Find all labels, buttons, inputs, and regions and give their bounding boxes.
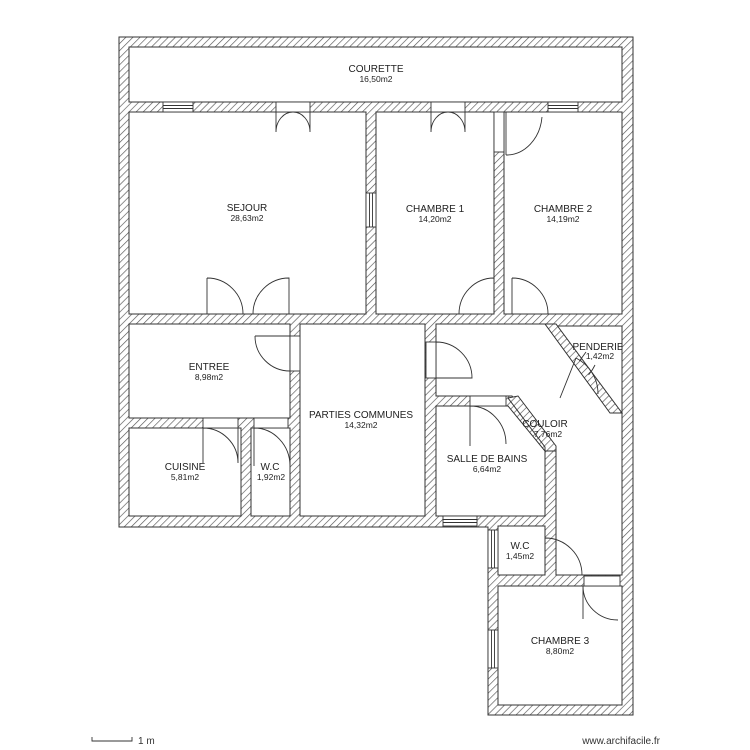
- label-chambre-3: CHAMBRE 3: [531, 636, 590, 647]
- area-sejour: 28,63m2: [230, 213, 263, 223]
- window-chambre-3: [487, 629, 499, 669]
- window-sejour: [162, 101, 194, 113]
- label-chambre-1: CHAMBRE 1: [406, 204, 465, 215]
- windows: [162, 101, 579, 669]
- room-chambre-2: [503, 111, 623, 315]
- diagonal-walls: [507, 323, 623, 452]
- label-cuisine: CUISINE: [165, 462, 206, 473]
- label-wc-2: W.C: [511, 541, 530, 552]
- label-couloir: COULOIR: [522, 419, 568, 430]
- window-sejour-side: [365, 192, 377, 228]
- area-wc-2: 1,45m2: [506, 551, 535, 561]
- label-salle-de-bains: SALLE DE BAINS: [447, 454, 528, 465]
- room-chambre-3: [497, 585, 623, 706]
- scale-bar: 1 m: [91, 736, 155, 747]
- window-chambre-2: [547, 101, 579, 113]
- room-sejour: [128, 111, 367, 315]
- doors: [202, 101, 621, 621]
- room-cuisine: [128, 427, 242, 517]
- label-courette: COURETTE: [349, 64, 404, 75]
- area-chambre-1: 14,20m2: [418, 214, 451, 224]
- area-entree: 8,98m2: [195, 372, 224, 382]
- rooms: [128, 46, 623, 706]
- label-wc-1: W.C: [261, 462, 280, 473]
- label-penderie: PENDERIE: [572, 342, 623, 353]
- area-parties-communes: 14,32m2: [344, 420, 377, 430]
- area-penderie: 1,42m2: [586, 351, 615, 361]
- label-parties-communes: PARTIES COMMUNES: [309, 410, 413, 421]
- room-entree: [128, 323, 291, 419]
- watermark: www.archifacile.fr: [581, 736, 660, 747]
- area-cuisine: 5,81m2: [171, 472, 200, 482]
- area-chambre-2: 14,19m2: [546, 214, 579, 224]
- room-courette: [128, 46, 623, 103]
- area-wc-1: 1,92m2: [257, 472, 286, 482]
- area-chambre-3: 8,80m2: [546, 646, 575, 656]
- label-entree: ENTREE: [189, 362, 230, 373]
- area-courette: 16,50m2: [359, 74, 392, 84]
- window-wc-2: [487, 529, 499, 569]
- window-salle-de-bains: [442, 515, 478, 527]
- room-labels: COURETTE 16,50m2 SEJOUR 28,63m2 CHAMBRE …: [165, 64, 623, 656]
- room-chambre-1: [375, 111, 495, 315]
- area-salle-de-bains: 6,64m2: [473, 464, 502, 474]
- label-sejour: SEJOUR: [227, 203, 268, 214]
- label-chambre-2: CHAMBRE 2: [534, 204, 593, 215]
- room-parties-communes: [299, 323, 426, 517]
- area-couloir: 7,76m2: [534, 429, 563, 439]
- scale-label: 1 m: [138, 736, 155, 747]
